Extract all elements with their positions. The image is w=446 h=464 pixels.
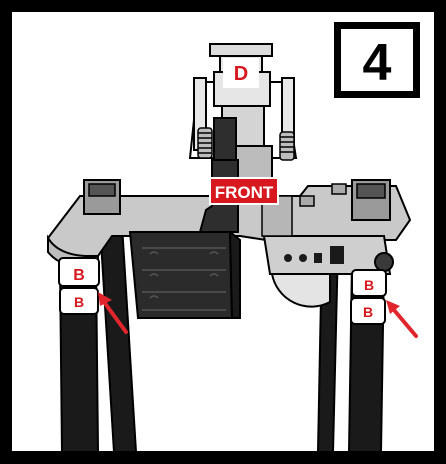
step-number: 4: [363, 34, 392, 92]
right-leg-sleeves: [350, 269, 387, 325]
left-arrow-icon: [98, 292, 128, 334]
label-d: D: [234, 63, 248, 85]
port-1: [284, 254, 292, 262]
battery-compartment: [128, 229, 241, 319]
step-number-box: [334, 22, 420, 98]
label-b-left-upper: B: [73, 267, 85, 284]
front-label-box: [209, 177, 279, 205]
right-arrow-icon: [386, 300, 418, 338]
port-3: [314, 253, 322, 263]
label-b-left-lower: B: [74, 294, 84, 310]
label-b-right-upper: B: [364, 277, 374, 293]
label-front: FRONT: [215, 183, 274, 202]
port-2: [299, 254, 307, 262]
knob: [374, 252, 394, 272]
left-leg-sleeves: [58, 257, 100, 315]
label-d-box: [223, 58, 259, 88]
port-4: [330, 246, 344, 264]
label-b-right-lower: B: [363, 304, 373, 320]
